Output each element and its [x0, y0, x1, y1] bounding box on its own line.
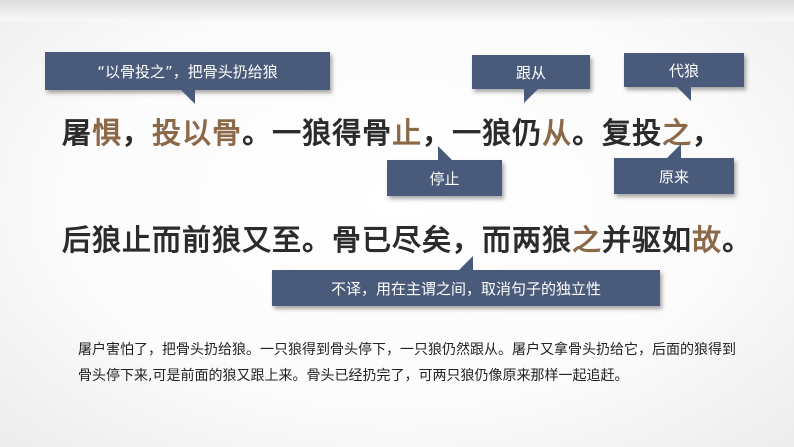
translation-paragraph: 屠户害怕了，把骨头扔给狼。一只狼得到骨头停下，一只狼仍然跟从。屠户又拿骨头扔给它… [78, 342, 736, 384]
top-gradient-bar [0, 0, 794, 22]
callout-replace-wolf-text: 代狼 [668, 61, 699, 80]
line1-seg5: 。复投 [572, 116, 663, 150]
line1-seg6: ， [692, 116, 723, 150]
line1-seg3: 。一狼得骨 [242, 116, 393, 150]
callout-follow: 跟从 [472, 55, 590, 103]
callout-stop-text: 停止 [429, 169, 460, 188]
line2-hl-zhi: 之 [572, 223, 603, 257]
line1-seg1: 屠 [62, 116, 93, 150]
line1-seg2: ， [122, 116, 153, 150]
line1-seg4: ，一狼仍 [422, 116, 543, 150]
callout-bone-note: “以骨投之”，把骨头扔给狼 [45, 52, 330, 104]
line2-seg1: 后狼止而前狼又至。骨已尽矣，而两狼 [62, 223, 573, 257]
callout-stop: 停止 [387, 146, 502, 196]
line1-hl-throw-bone: 投以骨 [152, 116, 243, 150]
line1-hl-follow: 从 [542, 116, 573, 150]
callout-originally-text: 原来 [658, 167, 689, 186]
line1-hl-fear: 惧 [92, 116, 123, 150]
callout-bone-note-text: “以骨投之”，把骨头扔给狼 [97, 62, 278, 81]
sentence-line-1: 屠惧，投以骨。一狼得骨止，一狼仍从。复投之， [62, 110, 722, 152]
callout-replace-wolf: 代狼 [624, 53, 744, 101]
sentence-line-2: 后狼止而前狼又至。骨已尽矣，而两狼之并驱如故。 [62, 217, 752, 259]
callout-particle-note: 不译，用在主谓之间，取消句子的独立性 [272, 256, 660, 306]
callout-originally: 原来 [614, 144, 734, 194]
line2-hl-gu: 故 [692, 223, 723, 257]
line2-seg3: 。 [722, 223, 753, 257]
callout-follow-text: 跟从 [515, 63, 546, 82]
callout-particle-note-text: 不译，用在主谓之间，取消句子的独立性 [330, 279, 601, 298]
line1-hl-stop: 止 [392, 116, 423, 150]
line2-seg2: 并驱如 [602, 223, 693, 257]
